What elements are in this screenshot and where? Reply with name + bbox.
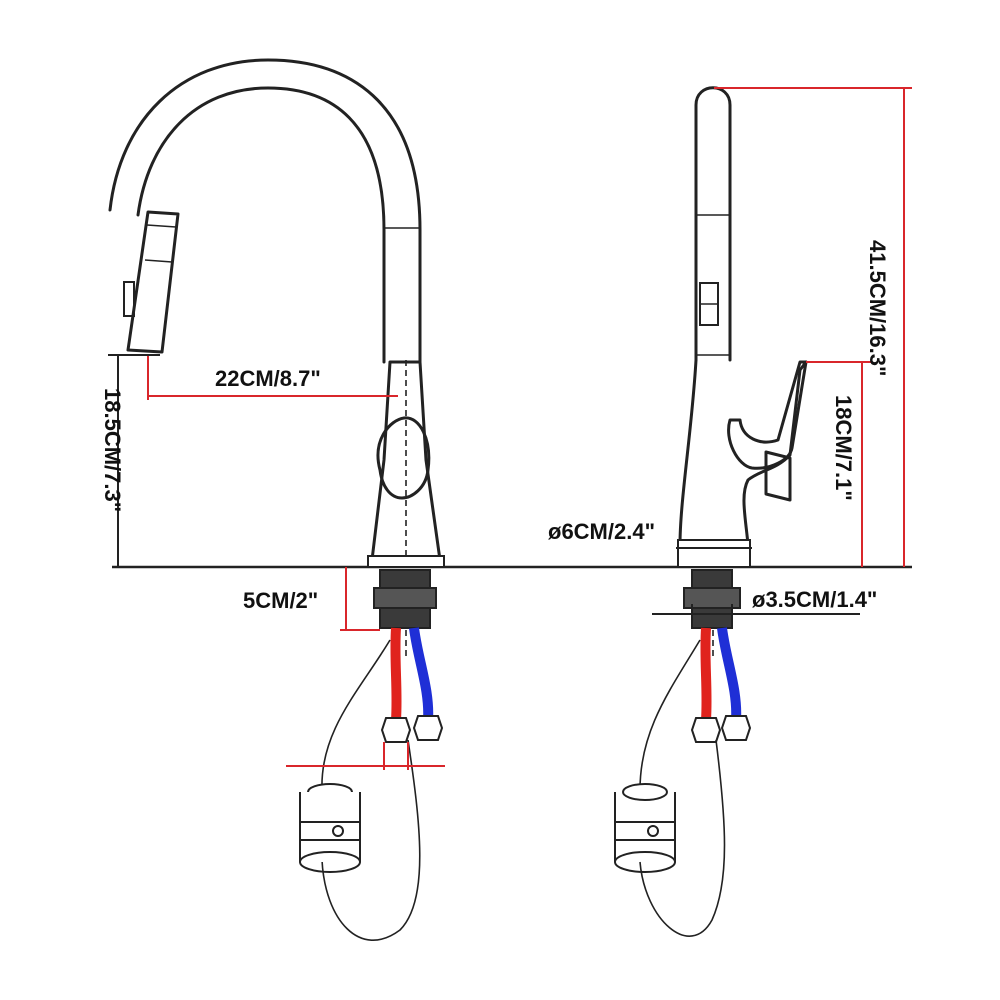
side-hot-hose	[700, 627, 712, 721]
side-handle-cap	[764, 450, 792, 502]
label-shank-length: 5CM/2"	[243, 588, 318, 613]
side-body	[678, 358, 808, 547]
label-base-diameter: ø6CM/2.4"	[548, 519, 655, 544]
front-view-faucet	[108, 58, 445, 941]
label-shank-diameter: ø3.5CM/1.4"	[752, 587, 877, 612]
label-spout-reach: 22CM/8.7"	[215, 366, 321, 391]
front-spray-line-1	[146, 224, 177, 228]
front-spout-outer	[136, 86, 386, 364]
front-counterweight	[299, 783, 361, 873]
front-spray-head	[126, 210, 180, 354]
front-spout-inner	[108, 58, 422, 364]
front-hot-hose	[390, 627, 402, 721]
side-pullout-hose	[639, 639, 726, 937]
front-cold-nut	[412, 715, 444, 741]
front-spray-line-2	[144, 259, 173, 263]
side-hot-nut	[690, 717, 722, 743]
label-left-height: 18.5CM/7.3"	[100, 388, 125, 512]
dimension-lines	[108, 87, 912, 770]
front-cold-hose	[409, 627, 434, 721]
front-pullout-hose	[321, 639, 421, 941]
front-base	[367, 555, 445, 568]
side-base	[677, 539, 751, 568]
side-spout	[694, 86, 732, 362]
front-handle	[376, 416, 431, 500]
front-spray-button	[123, 281, 135, 317]
front-hot-nut	[380, 717, 412, 743]
side-shank-nut	[683, 587, 741, 609]
side-counterweight	[614, 783, 676, 873]
label-total-height: 41.5CM/16.3"	[865, 240, 890, 376]
front-shank-nut	[373, 587, 437, 609]
side-cold-nut	[720, 715, 752, 741]
side-cold-hose	[717, 627, 742, 721]
side-handle	[727, 360, 808, 470]
side-view-faucet	[614, 86, 808, 937]
label-handle-height: 18CM/7.1"	[831, 395, 856, 501]
